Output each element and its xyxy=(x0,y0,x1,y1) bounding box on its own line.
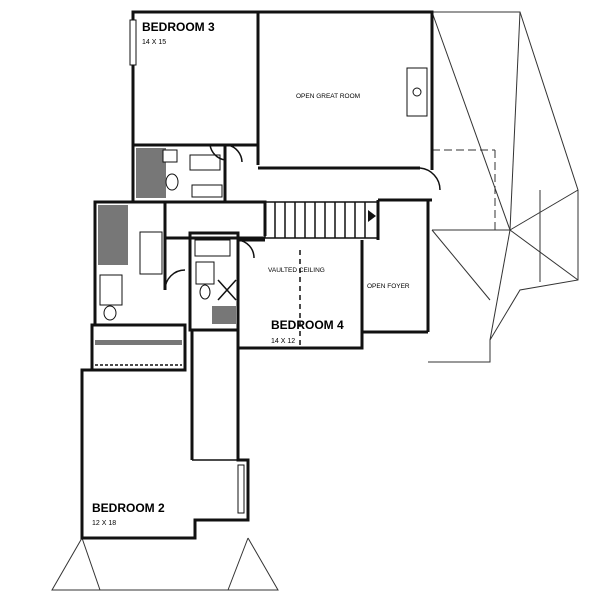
great-room-walls xyxy=(258,10,441,191)
bedroom-2-walls xyxy=(80,328,250,540)
bedroom-3-label: BEDROOM 3 xyxy=(142,20,215,34)
bedroom-4-size: 14 X 12 xyxy=(271,338,295,345)
bedroom-2-label: BEDROOM 2 xyxy=(92,501,165,515)
bedroom-4-walls xyxy=(236,238,364,350)
great-room-label: OPEN GREAT ROOM xyxy=(296,93,360,100)
stairs xyxy=(165,198,432,240)
foyer-walls xyxy=(362,200,430,334)
roof-right xyxy=(428,11,579,363)
vaulted-ceiling-label: VAULTED CEILING xyxy=(268,267,325,274)
mid-bath xyxy=(188,231,240,332)
bedroom-2-size: 12 X 18 xyxy=(92,520,116,527)
open-foyer-label: OPEN FOYER xyxy=(367,283,410,290)
bedroom-4-label: BEDROOM 4 xyxy=(271,318,344,332)
left-bath xyxy=(93,200,186,325)
roof-bottom xyxy=(51,537,279,591)
closet-left xyxy=(90,323,187,372)
bedroom-3-size: 14 X 15 xyxy=(142,39,166,46)
bedroom-3-walls xyxy=(129,10,260,165)
upper-bath xyxy=(131,143,243,204)
